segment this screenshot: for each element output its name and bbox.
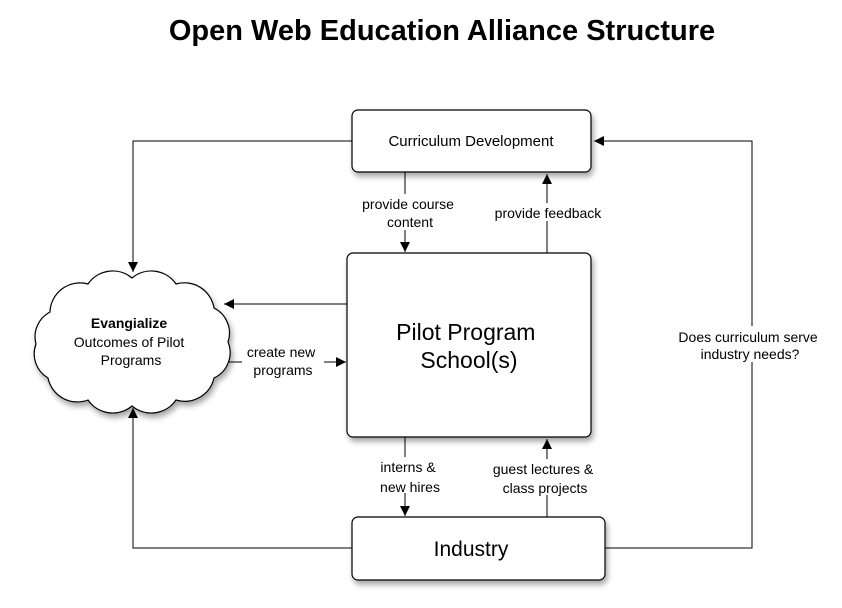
node-curriculum-development: Curriculum Development bbox=[351, 109, 592, 173]
label-feedback: provide feedback bbox=[495, 205, 603, 221]
node-industry-label: Industry bbox=[434, 538, 509, 561]
node-pilot-label: Pilot Program School(s) bbox=[396, 319, 542, 373]
cloud-shape bbox=[33, 270, 231, 414]
node-industry: Industry bbox=[351, 516, 606, 581]
node-curriculum-label: Curriculum Development bbox=[388, 133, 554, 150]
label-course-content: provide course content bbox=[362, 196, 458, 230]
label-industry-needs: Does curriculum serve industry needs? bbox=[678, 329, 821, 362]
label-guest-lectures: guest lectures & class projects bbox=[493, 461, 597, 496]
cloud-label: Evangialize Outcomes of Pilot Programs bbox=[74, 315, 188, 368]
label-create-programs: create new programs bbox=[247, 344, 319, 378]
node-evangelize-cloud: Evangialize Outcomes of Pilot Programs bbox=[33, 270, 231, 414]
node-pilot-program: Pilot Program School(s) bbox=[346, 252, 592, 438]
edge-curriculum-to-evangelize bbox=[128, 140, 352, 272]
diagram-title: Open Web Education Alliance Structure bbox=[169, 15, 715, 47]
label-interns: interns & new hires bbox=[380, 459, 440, 495]
edge-industry-to-evangelize bbox=[128, 408, 352, 549]
